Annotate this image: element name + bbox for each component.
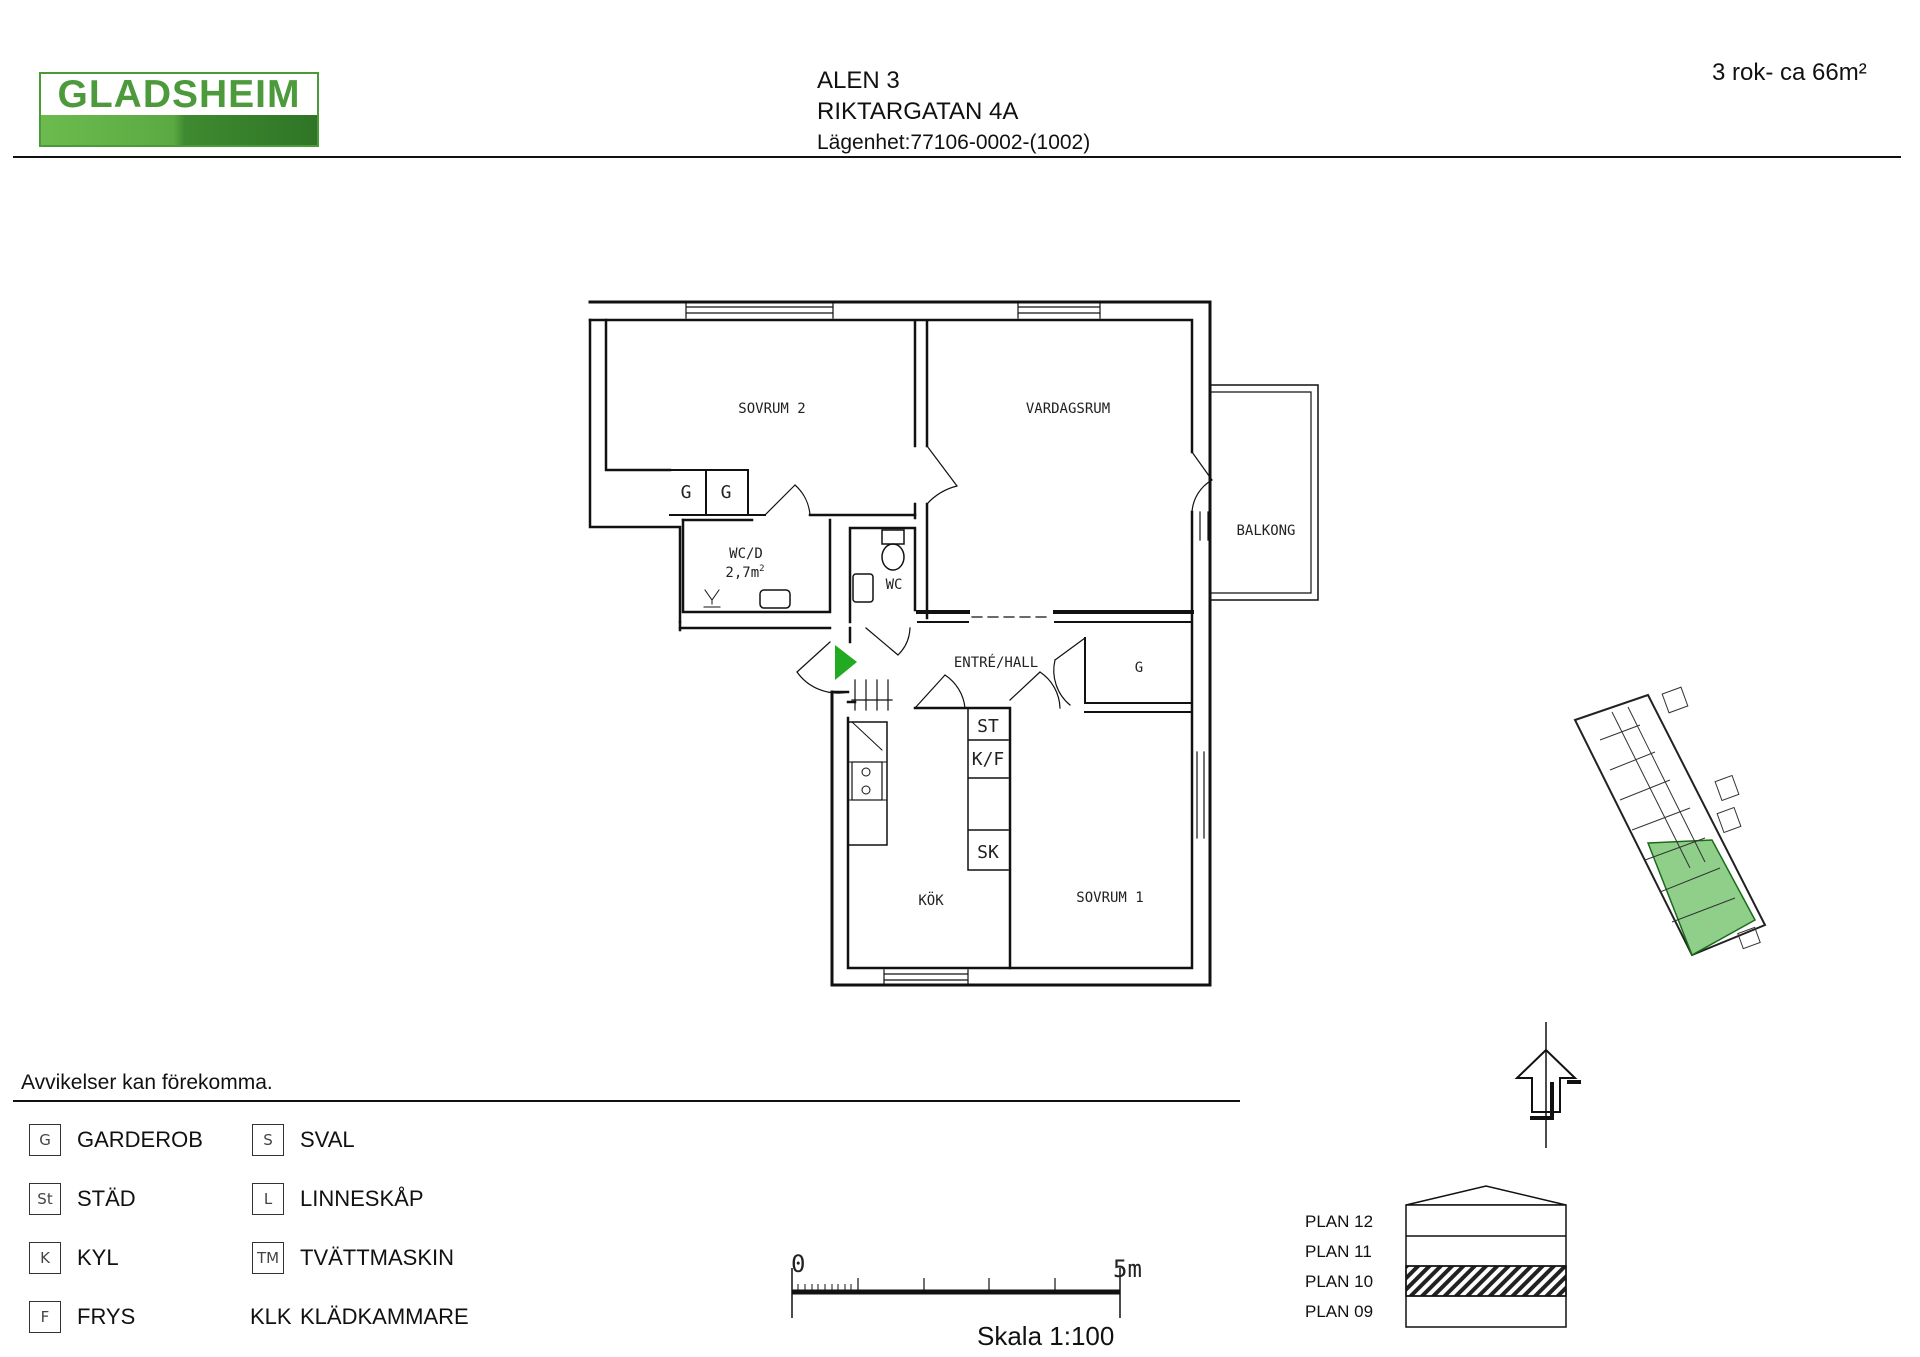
- room-entre-hall: ENTRÉ/HALL: [954, 654, 1038, 671]
- disclaimer-note: Avvikelser kan förekomma.: [21, 1071, 273, 1094]
- scale-label: Skala 1:100: [977, 1321, 1115, 1351]
- logo-bar: [41, 115, 317, 145]
- header-apartment-number: Lägenhet:77106-0002-(1002): [817, 131, 1091, 154]
- legend-label-garderob: GARDEROB: [77, 1127, 203, 1152]
- floor-label-11: PLAN 11: [1305, 1242, 1372, 1261]
- header-size: 3 rok- ca 66m²: [1712, 59, 1867, 86]
- wardrobe-g2: G: [721, 482, 732, 503]
- legend-label-stad: STÄD: [77, 1186, 136, 1211]
- legend-label-sval: SVAL: [300, 1127, 355, 1152]
- legend-code-tm: TM: [252, 1242, 284, 1274]
- legend-label-frys: FRYS: [77, 1304, 136, 1329]
- room-wc: WC: [886, 577, 903, 593]
- legend-label-linneskap: LINNESKÅP: [300, 1186, 424, 1211]
- north-arrow-icon: [1514, 1022, 1581, 1148]
- header-property: ALEN 3: [817, 67, 900, 94]
- legend-code-g: G: [29, 1124, 61, 1156]
- legend-code-f: F: [29, 1301, 61, 1333]
- key-plan: [1573, 686, 1767, 957]
- cabinet-kf: K/F: [972, 749, 1005, 770]
- legend-label-kyl: KYL: [77, 1245, 119, 1270]
- cabinet-st: ST: [977, 716, 999, 737]
- scale-start: 0: [791, 1250, 805, 1278]
- room-vardagsrum: VARDAGSRUM: [1026, 401, 1110, 417]
- floor-indicator: [1405, 1185, 1567, 1328]
- cabinet-sk: SK: [977, 842, 999, 863]
- floor-label-10: PLAN 10: [1305, 1272, 1374, 1291]
- header-address: RIKTARGATAN 4A: [817, 98, 1019, 125]
- wardrobe-g1: G: [681, 482, 692, 503]
- legend-rule: [13, 1100, 1240, 1102]
- logo-text: GLADSHEIM: [57, 73, 301, 116]
- room-balkong: BALKONG: [1236, 523, 1295, 539]
- entrance-arrow-icon: [835, 645, 857, 680]
- room-sovrum-1: SOVRUM 1: [1076, 890, 1143, 906]
- room-g-closet: G: [1135, 660, 1143, 676]
- floor-label-12: PLAN 12: [1305, 1212, 1374, 1231]
- legend-code-st: St: [29, 1183, 61, 1215]
- gladsheim-logo: GLADSHEIM: [39, 72, 319, 147]
- legend-code-s: S: [252, 1124, 284, 1156]
- room-wc-d: WC/D: [729, 546, 763, 562]
- legend-code-k: K: [29, 1242, 61, 1274]
- room-sovrum-2: SOVRUM 2: [738, 401, 805, 417]
- header-rule: [13, 156, 1901, 158]
- room-kok: KÖK: [918, 891, 944, 909]
- legend-code-l: L: [252, 1183, 284, 1215]
- floor-label-09: PLAN 09: [1305, 1302, 1374, 1321]
- room-wc-d-area: 2,7m2: [725, 564, 764, 581]
- legend-label-tvattmaskin: TVÄTTMASKIN: [300, 1245, 455, 1270]
- legend-code-klk: KLK: [250, 1304, 292, 1329]
- legend-label-kladkammare: KLÄDKAMMARE: [300, 1304, 469, 1329]
- scale-bar: 0 5m: [791, 1250, 1142, 1318]
- scale-end: 5m: [1113, 1255, 1142, 1283]
